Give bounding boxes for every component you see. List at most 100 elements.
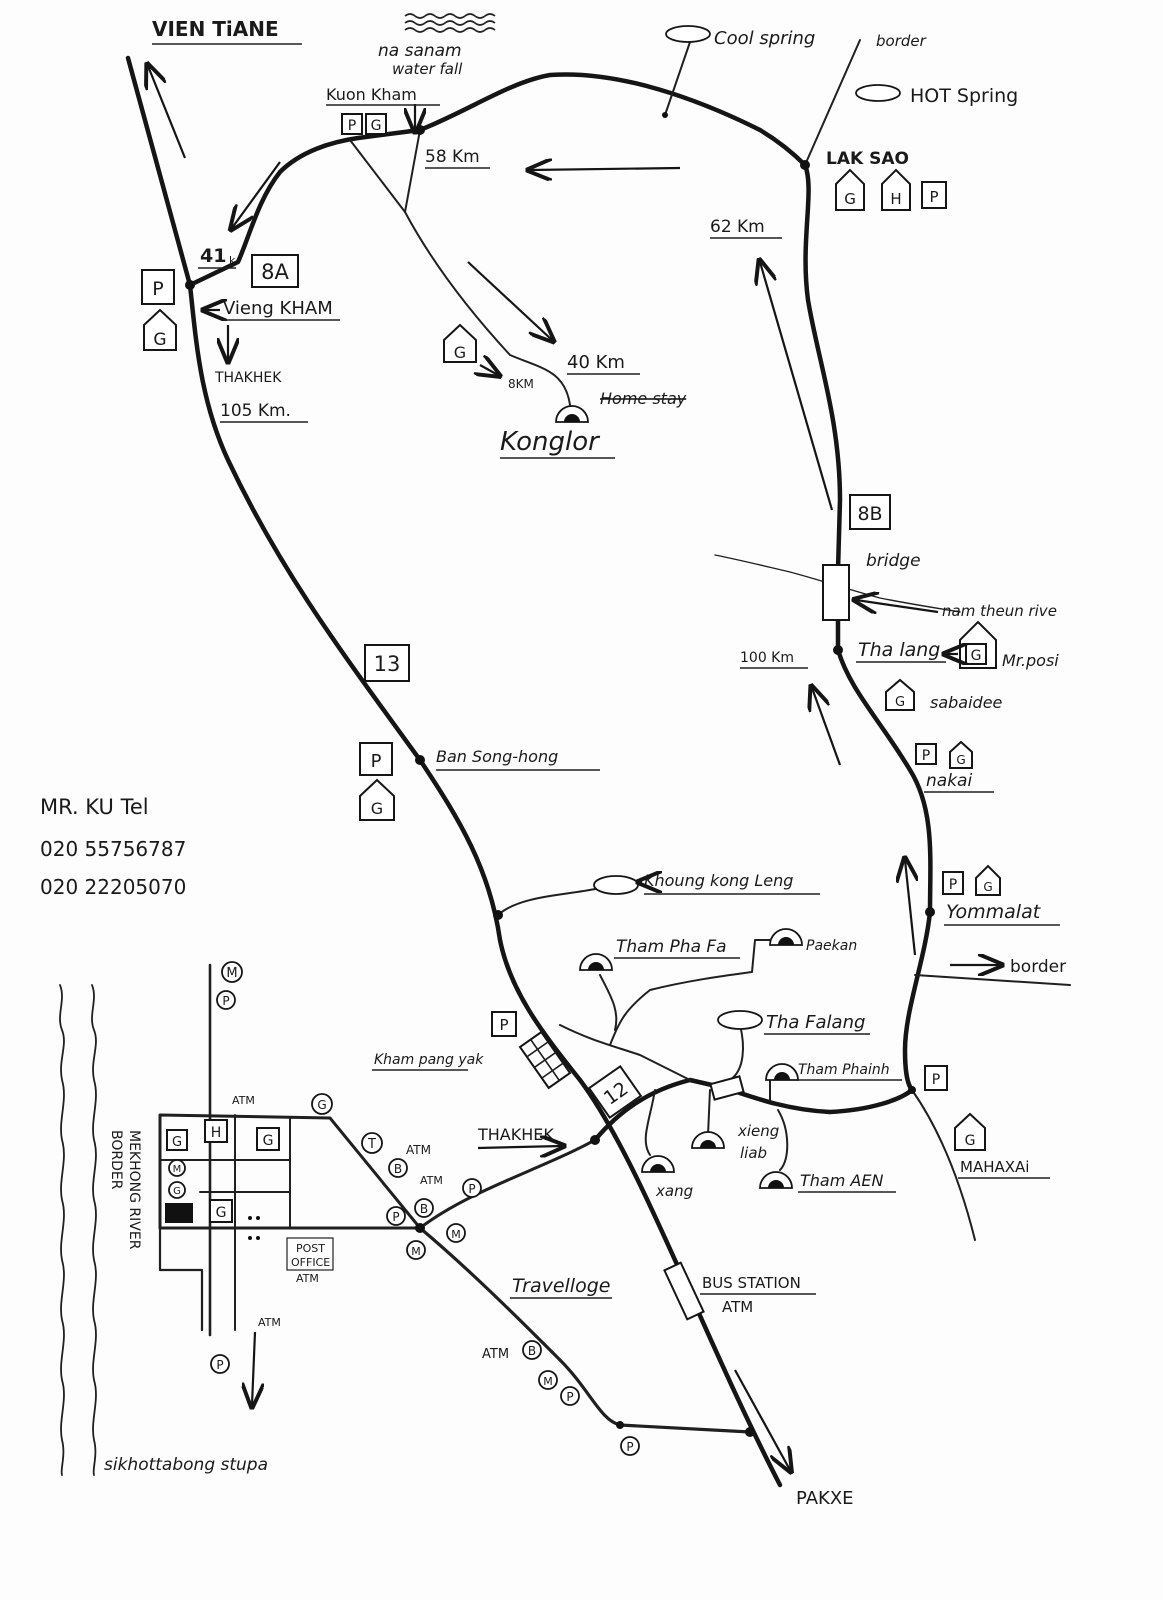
road-thalang-mahaxai bbox=[835, 647, 933, 1093]
road-travelloge bbox=[418, 1226, 752, 1434]
atm-town-east-label: ATM bbox=[406, 1143, 431, 1157]
km105-label: 105 Km. bbox=[220, 401, 291, 421]
nakai-guesthouse-icon: G bbox=[949, 740, 973, 769]
thakhek-south-arrow bbox=[477, 1146, 562, 1148]
route-12-road bbox=[592, 1077, 915, 1143]
road-border-east bbox=[914, 974, 1071, 986]
xang-label: xang bbox=[655, 1182, 693, 1200]
km41-suffix: k bbox=[229, 254, 236, 267]
laksao-hotel-icon: H bbox=[881, 168, 911, 211]
road-kuonkham-laksao bbox=[417, 72, 808, 168]
symbols-market-label: M bbox=[411, 1245, 421, 1258]
contact-phone-1: 020 55756787 bbox=[40, 837, 186, 861]
paekan-label: Paekan bbox=[806, 938, 857, 954]
junction-dots bbox=[185, 112, 935, 1437]
parking-town-1-icon: P bbox=[386, 1206, 406, 1226]
symbols-market-label: M bbox=[226, 966, 237, 981]
thamphafa-label: Tham Pha Fa bbox=[616, 937, 727, 957]
thamaen-label: Tham AEN bbox=[800, 1171, 883, 1190]
town-street-west bbox=[158, 1113, 204, 1332]
laksao-guesthouse-icon: G bbox=[835, 168, 865, 211]
symbols-parking-label: P bbox=[152, 278, 163, 300]
coolspring-label: Cool spring bbox=[714, 28, 815, 49]
symbols-guesthouse-label: G bbox=[317, 1098, 326, 1112]
symbols-guesthouse-label: G bbox=[371, 118, 382, 134]
tham-aen-cave-icon bbox=[759, 1171, 793, 1189]
thakhek-north-label: THAKHEK bbox=[214, 370, 282, 386]
route-13-box: 13 bbox=[364, 644, 410, 682]
stupa-label: sikhottabong stupa bbox=[104, 1455, 268, 1475]
symbols-parking-label: P bbox=[222, 994, 229, 1008]
xiengliab-label-1: xieng bbox=[737, 1122, 779, 1140]
khoung-kong-leng-lake-icon bbox=[593, 875, 639, 895]
route-12-box: 12 bbox=[587, 1064, 643, 1120]
road-caves bbox=[559, 1024, 691, 1081]
market-travelloge-icon: M bbox=[538, 1370, 558, 1390]
market-town-1-icon: M bbox=[406, 1240, 426, 1260]
km40-label: 40 Km bbox=[567, 352, 625, 373]
road-xiengliab bbox=[707, 1089, 711, 1136]
xiengliab-label-2: liab bbox=[740, 1144, 767, 1162]
cool-spring-icon bbox=[665, 25, 711, 43]
parking-north-icon: P bbox=[216, 990, 236, 1010]
symbols-guesthouse-label: G bbox=[983, 880, 992, 894]
symbols-guesthouse-label: G bbox=[216, 1205, 227, 1221]
route-13-label: 13 bbox=[374, 652, 401, 676]
road-thamphafa-spur bbox=[599, 974, 618, 1031]
border-top-label: border bbox=[876, 32, 927, 50]
town-guesthouse-2-icon: G bbox=[256, 1127, 280, 1151]
town-market-small-icon: M bbox=[168, 1159, 186, 1177]
bank-1-icon: B bbox=[388, 1158, 408, 1178]
yommalat-parking-icon: P bbox=[942, 871, 964, 895]
town-guesthouse-1-icon: G bbox=[166, 1129, 188, 1151]
vientiane-label: VIEN TiANE bbox=[152, 17, 279, 41]
guesthouse-ring-icon: G bbox=[311, 1093, 333, 1115]
viengkham-label: Vieng KHAM bbox=[223, 298, 333, 319]
symbols-guesthouse-label: G bbox=[971, 648, 982, 664]
bus-station-symbol bbox=[663, 1261, 705, 1321]
xieng-liab-cave-icon bbox=[691, 1131, 725, 1149]
konglor-label: Konglor bbox=[500, 427, 601, 457]
symbols-parking-label: P bbox=[566, 1390, 573, 1404]
route-8b-label: 8B bbox=[857, 503, 882, 525]
symbols-guesthouse-label: G bbox=[956, 753, 965, 767]
mekong-river-bank-1 bbox=[59, 984, 65, 1476]
konglor-cave-icon bbox=[555, 405, 589, 423]
route-8a-label: 8A bbox=[261, 260, 289, 284]
thafalang-label: Tha Falang bbox=[766, 1012, 865, 1033]
paekan-cave-icon bbox=[769, 928, 803, 946]
busstation-atm-label: ATM bbox=[722, 1298, 753, 1316]
symbols-bank-label: B bbox=[420, 1202, 428, 1216]
road-border-north bbox=[804, 39, 861, 166]
symbols-guesthouse-label: G bbox=[173, 1186, 181, 1197]
kuonkham-label: Kuon Kham bbox=[326, 85, 417, 104]
road-vientiane-north bbox=[125, 55, 193, 288]
symbols-parking-label: P bbox=[929, 188, 938, 206]
symbols-parking-label: P bbox=[468, 1182, 475, 1196]
tham-phainh-cave-icon bbox=[765, 1063, 799, 1081]
symbols-hotel-label: H bbox=[211, 1125, 222, 1141]
bank-2-icon: B bbox=[414, 1198, 434, 1218]
thamphainh-label: Tham Phainh bbox=[798, 1062, 890, 1078]
thakhek-south-label: THAKHEK bbox=[477, 1125, 554, 1144]
border-mekong-label-2: MEKHONG RIVER bbox=[126, 1130, 142, 1250]
symbols-parking-label: P bbox=[216, 1358, 223, 1372]
yommalat-guesthouse-icon: G bbox=[975, 864, 1001, 896]
mekong-river-bank-2 bbox=[91, 984, 97, 1476]
symbols-parking-label: P bbox=[932, 1072, 940, 1088]
bridge-symbol bbox=[822, 564, 850, 621]
laksao-parking-icon: P bbox=[921, 181, 947, 209]
km62-label: 62 Km bbox=[710, 217, 765, 237]
symbols-guesthouse-label: G bbox=[263, 1133, 274, 1149]
sabaidee-guesthouse-icon: G bbox=[885, 678, 915, 711]
mahaxai-label: MAHAXAi bbox=[960, 1158, 1029, 1176]
parking-south-icon: P bbox=[210, 1354, 230, 1374]
viengkham-guesthouse-icon: G bbox=[143, 308, 177, 351]
parking-south-road-icon: P bbox=[620, 1436, 640, 1456]
sabaidee-label: sabaidee bbox=[930, 693, 1003, 712]
km100-label: 100 Km bbox=[740, 650, 794, 666]
bansonghong-label: Ban Song-hong bbox=[436, 747, 558, 766]
symbols-guesthouse-label: G bbox=[965, 1133, 976, 1149]
pakxe-label: PAKXE bbox=[796, 1488, 854, 1509]
